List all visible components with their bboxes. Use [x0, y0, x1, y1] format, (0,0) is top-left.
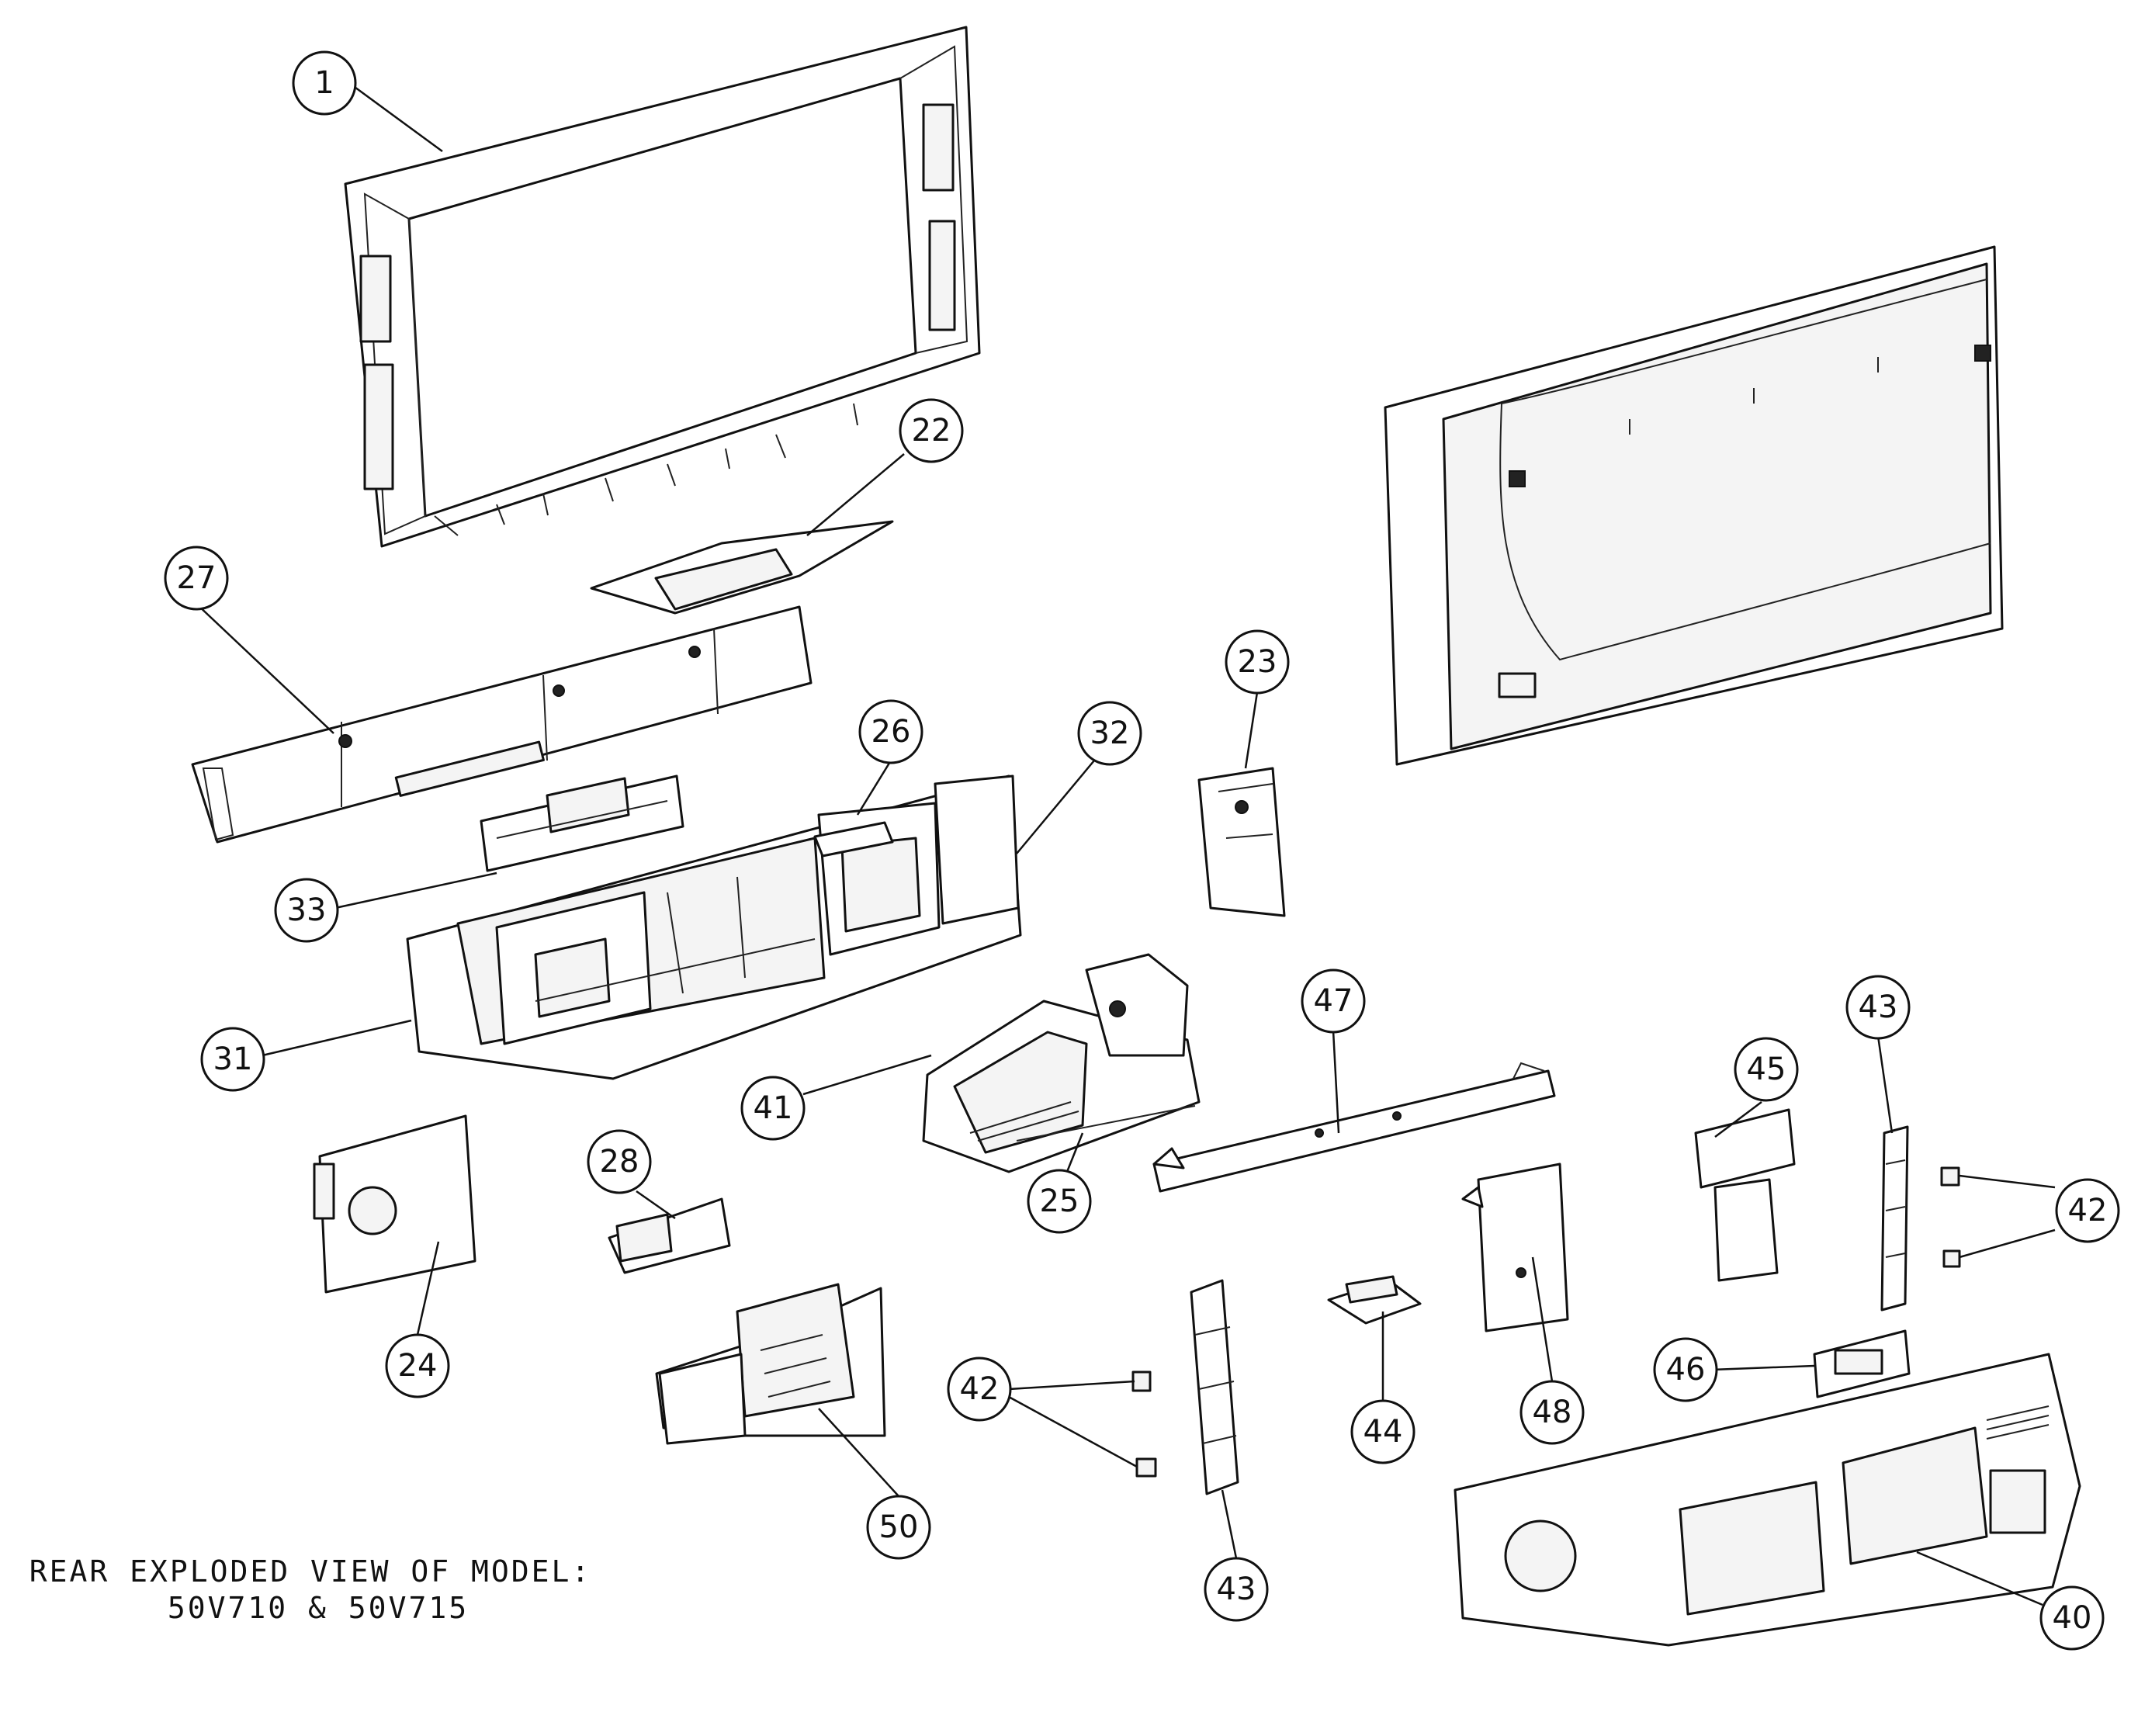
- leader-lines: [196, 81, 2056, 1606]
- part-27-control-panel: [191, 605, 813, 844]
- callout-42-right: 42: [2055, 1178, 2120, 1243]
- callout-number: 46: [1666, 1352, 1706, 1388]
- callout-48: 48: [1519, 1380, 1585, 1445]
- callout-number: 41: [754, 1090, 793, 1126]
- callout-40: 40: [2039, 1585, 2105, 1651]
- callout-32: 32: [1077, 701, 1142, 766]
- part-50-board-assembly: [655, 1283, 886, 1445]
- callout-47: 47: [1301, 968, 1366, 1034]
- callout-number: 47: [1314, 983, 1353, 1019]
- callout-45: 45: [1734, 1037, 1799, 1102]
- part-44-module: [1327, 1275, 1422, 1325]
- callout-number: 40: [2053, 1600, 2092, 1636]
- part-24-panel: [313, 1114, 476, 1294]
- part-40-back-cover: [1454, 1353, 2081, 1647]
- callout-26: 26: [858, 699, 923, 764]
- callout-43-right: 43: [1845, 975, 1911, 1040]
- callout-number: 24: [398, 1348, 438, 1384]
- callout-41: 41: [740, 1076, 806, 1141]
- callout-number: 42: [960, 1371, 1000, 1407]
- callout-number: 22: [912, 413, 951, 449]
- callout-number: 26: [871, 714, 911, 750]
- part-46-terminal-plate: [1813, 1329, 1911, 1398]
- part-28-tray: [608, 1197, 731, 1274]
- callout-25: 25: [1027, 1169, 1092, 1234]
- part-42-clips-right: [1940, 1166, 1961, 1268]
- callout-number: 43: [1859, 989, 1898, 1025]
- callout-number: 27: [177, 560, 217, 596]
- caption: REAR EXPLODED VIEW OF MODEL: 50V710 & 50…: [29, 1554, 592, 1625]
- caption-line-1: REAR EXPLODED VIEW OF MODEL:: [29, 1554, 592, 1589]
- part-front-bezel: [344, 26, 981, 548]
- callout-number: 42: [2068, 1193, 2108, 1228]
- callout-1: 1: [292, 50, 357, 116]
- callout-24: 24: [385, 1333, 450, 1398]
- part-22-bracket: [590, 520, 894, 615]
- callout-number: 45: [1747, 1052, 1786, 1087]
- callout-number: 32: [1090, 716, 1130, 751]
- part-41-subassembly: [922, 953, 1201, 1173]
- part-33-board: [480, 774, 684, 872]
- callout-28: 28: [587, 1129, 652, 1194]
- callout-33: 33: [274, 878, 339, 943]
- callout-22: 22: [899, 398, 964, 463]
- callout-46: 46: [1653, 1337, 1718, 1402]
- part-42-clips-left: [1131, 1370, 1157, 1478]
- part-48-board: [1461, 1163, 1569, 1332]
- part-43-strip-right: [1880, 1125, 1909, 1312]
- part-47-long-bracket: [1152, 1062, 1556, 1193]
- callout-50: 50: [866, 1495, 931, 1560]
- callout-number: 33: [287, 892, 327, 928]
- part-31-main-chassis: [406, 774, 1022, 1080]
- callout-number: 28: [600, 1144, 639, 1180]
- part-rear-cabinet: [1384, 245, 2004, 766]
- callout-42-left: 42: [947, 1357, 1012, 1422]
- callout-23: 23: [1225, 629, 1290, 695]
- callout-number: 43: [1217, 1571, 1256, 1607]
- callout-number: 44: [1363, 1414, 1403, 1450]
- part-23-board: [1197, 767, 1286, 917]
- callout-43-left: 43: [1204, 1557, 1269, 1622]
- callout-44: 44: [1350, 1399, 1415, 1464]
- callout-number: 50: [879, 1509, 919, 1545]
- callout-number: 1: [314, 65, 334, 101]
- part-45-bracket: [1694, 1108, 1796, 1282]
- caption-line-2: 50V710 & 50V715: [168, 1591, 469, 1625]
- callout-number: 48: [1533, 1395, 1572, 1430]
- callout-number: 23: [1238, 644, 1277, 680]
- callout-31: 31: [200, 1027, 265, 1092]
- callout-number: 31: [213, 1041, 253, 1077]
- callout-27: 27: [164, 546, 229, 611]
- part-43-strip-left: [1190, 1279, 1239, 1495]
- part-25-bracket: [1016, 1105, 1196, 1142]
- callout-number: 25: [1040, 1183, 1079, 1219]
